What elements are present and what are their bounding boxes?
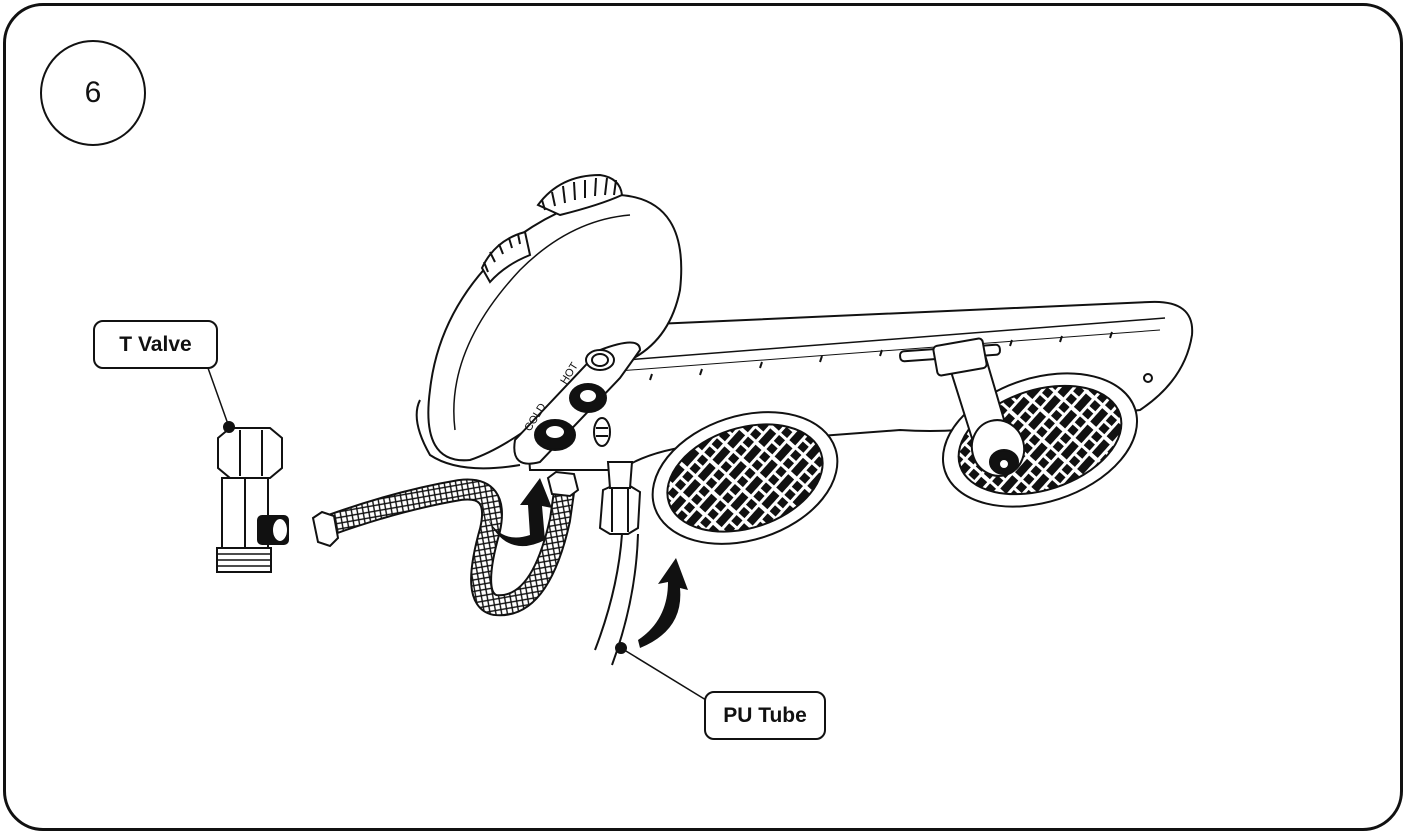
step-number: 6: [84, 76, 102, 109]
step-number-badge: 6: [40, 40, 146, 146]
page-frame: [3, 3, 1403, 831]
diverter-stem: [932, 337, 1026, 477]
t-valve-label: T Valve: [119, 332, 192, 356]
pu-tube-label: PU Tube: [723, 703, 807, 727]
connect-arrow-hose: [486, 478, 552, 547]
t-valve: [216, 421, 289, 573]
pu-tube-leader-line: [620, 647, 707, 701]
t-valve-callout: T Valve: [93, 320, 218, 369]
connect-arrow-tube: [638, 558, 688, 648]
pu-tube: [594, 461, 642, 666]
pu-tube-callout: PU Tube: [704, 691, 826, 740]
t-valve-leader-line: [207, 367, 230, 428]
braided-hose: [311, 470, 580, 617]
purifier-body: [415, 173, 683, 470]
filter-disc-left: [651, 411, 839, 545]
